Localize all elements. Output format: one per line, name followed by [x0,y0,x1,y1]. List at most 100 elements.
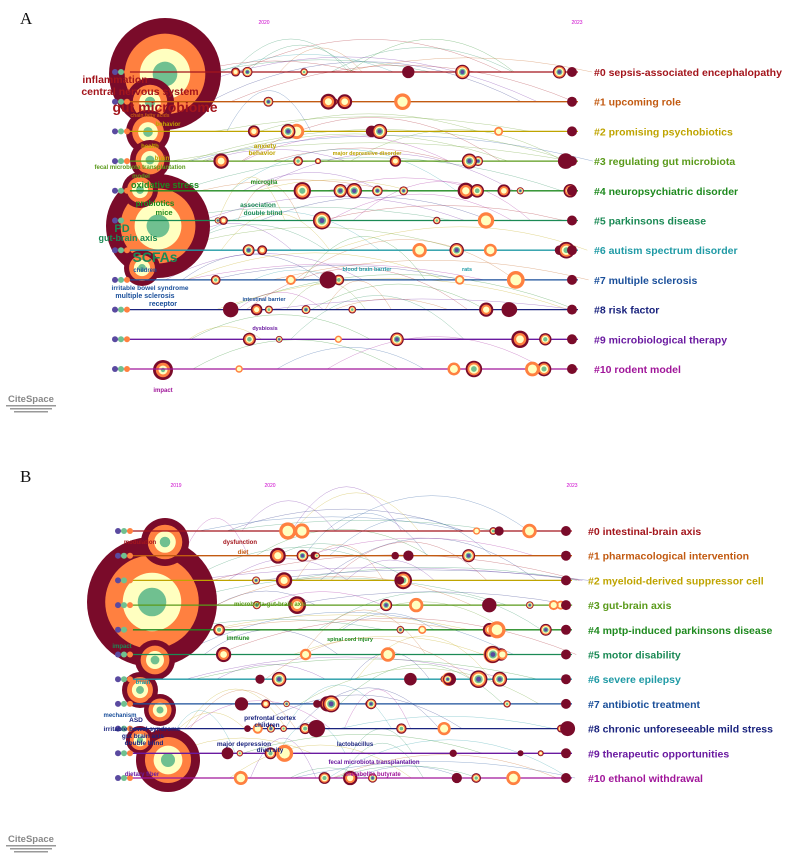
timeline-node [389,155,402,167]
citation-arc [187,547,412,581]
citation-arc [252,694,463,729]
citation-arc [250,737,317,779]
citation-arcs [163,486,589,779]
citation-arc [247,44,354,73]
timeline-node [567,156,577,167]
citation-arc [242,172,381,192]
timeline-node [112,98,118,105]
keyword-label: fecal microbiota transplantation [328,760,419,766]
citation-arc [341,613,435,631]
year-label: 2019 [170,483,181,489]
keyword-node [141,518,189,566]
keyword-label: behavior [248,150,276,157]
citation-arc [299,668,540,705]
timeline-node [522,523,537,539]
timeline-node [261,699,271,709]
citation-arc [219,54,394,73]
timeline-node [231,67,241,77]
timeline-node [115,602,121,609]
svg-text:CiteSpace: CiteSpace [8,834,54,845]
citation-arc [330,47,514,73]
citation-arc [279,47,363,73]
timeline-node [221,747,234,760]
citation-arc [340,742,424,779]
keyword-label: double blind [125,740,164,747]
timeline-node [454,275,465,285]
timeline-node [112,217,118,224]
cluster-row: #6 autism spectrum disorder [112,241,738,259]
citation-arc [291,486,402,532]
keyword-label: metabolite butyrate [345,772,401,778]
timeline-node [115,651,121,658]
citation-arc [302,609,426,655]
timeline-node [124,128,130,135]
year-label: 2020 [264,483,275,489]
citation-arc [190,314,371,340]
timeline-node [121,750,127,757]
timeline-node [320,93,337,110]
timeline-node [264,305,273,314]
citation-arc [184,688,287,729]
timeline-node [396,723,407,734]
timeline-node [127,725,133,732]
citation-arcs [155,38,594,370]
citation-arc [215,575,472,606]
citation-arc [210,265,463,281]
keyword-label: irritable bowel syndrome [104,726,181,733]
citation-arc [188,326,262,340]
citation-arc [332,226,588,251]
timeline-node [489,527,498,535]
keyword-node [144,694,176,726]
timeline-node [294,523,310,539]
keyword-label: blood brain barrier [343,267,393,273]
timeline-node [118,247,124,254]
keyword-label: children [133,268,157,274]
timeline-node [115,577,121,584]
citation-arc [214,116,531,132]
cluster-row: #9 microbiological therapy [112,330,727,349]
timeline-node [285,274,296,285]
cluster-label: #5 parkinsons disease [594,216,706,228]
citation-arc [327,739,570,779]
citation-arc [182,254,323,281]
timeline-node [127,577,133,584]
timeline-node [293,156,303,166]
keyword-label: impact [153,388,172,394]
citation-arc [329,517,492,556]
cluster-label: #10 rodent model [594,364,681,376]
timeline-node [127,602,133,609]
timeline-node [121,725,127,732]
timeline-node [124,158,130,165]
cluster-row: #10 ethanol withdrawal [115,770,703,786]
citation-arc [306,537,535,556]
timeline-node [301,305,311,315]
keyword-label: health [141,144,159,150]
cluster-label: #1 pharmacological intervention [588,551,749,563]
citation-arc [272,147,450,162]
timeline-node [124,306,130,313]
timeline-node [395,576,405,585]
timeline-node [252,576,261,585]
citation-arc [177,611,514,655]
citation-arc [242,734,483,754]
citation-arc [216,590,316,606]
timeline-node [288,596,307,615]
keyword-node [130,140,170,180]
citation-arc [297,687,440,729]
keyword-label: mechanism [103,713,136,719]
keyword-label: double blind [244,210,283,217]
timeline-node [567,126,577,137]
timeline-node [112,128,118,135]
cluster-row: #7 multiple sclerosis [112,270,697,289]
timeline-node [242,244,255,257]
citation-arc [198,516,466,532]
cluster-label: #10 ethanol withdrawal [588,773,703,785]
svg-text:CiteSpace: CiteSpace [8,394,54,405]
timeline-node [118,128,124,135]
timeline-node [506,770,521,786]
citation-arc [295,544,384,581]
timeline-node [567,96,577,107]
citation-arc [185,656,507,680]
timeline-node [539,333,552,346]
keyword-node [153,360,173,380]
